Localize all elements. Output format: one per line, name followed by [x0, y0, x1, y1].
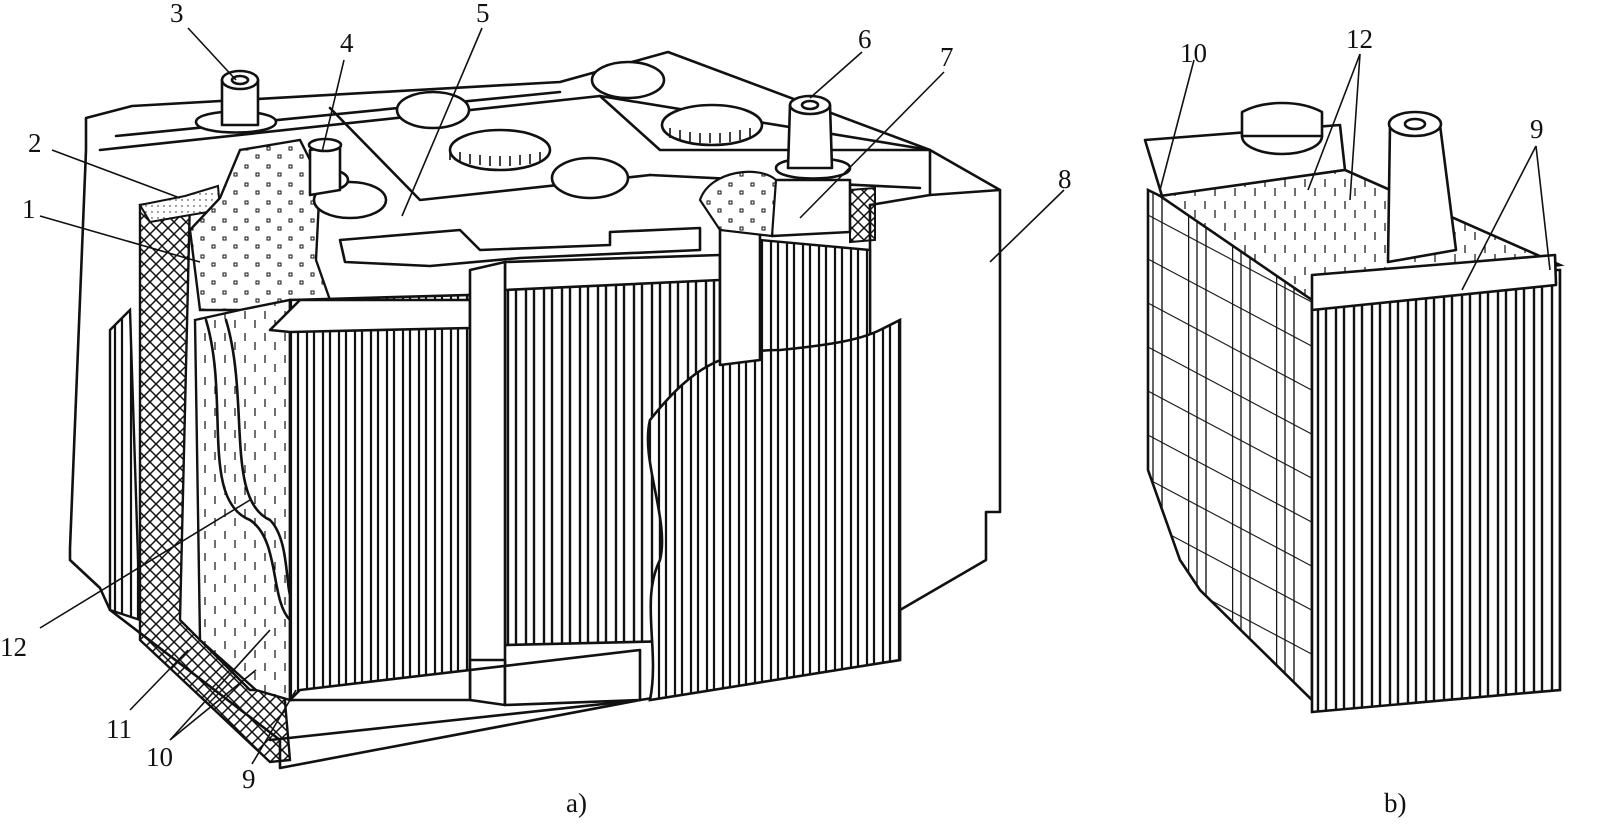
caption-b: b)	[1384, 788, 1407, 818]
callout-b-12: 12	[1346, 24, 1373, 54]
callout-7: 7	[940, 42, 954, 72]
callout-2: 2	[28, 128, 42, 158]
callout-b-9: 9	[1530, 114, 1544, 144]
battery-b-drawing	[1143, 101, 1565, 714]
callout-labels-b: 10 12 9	[1180, 24, 1544, 144]
callout-4: 4	[340, 28, 354, 58]
caption-a: a)	[566, 788, 587, 818]
callout-10: 10	[146, 742, 173, 772]
callout-9: 9	[242, 764, 256, 794]
battery-a-drawing	[68, 50, 1002, 770]
callout-labels-a: 1 2 3 4 5 6 7 8 9 10 11 12	[0, 0, 1072, 794]
callout-12: 12	[0, 632, 27, 662]
callout-1: 1	[22, 194, 36, 224]
callout-6: 6	[858, 24, 872, 54]
callout-11: 11	[106, 714, 132, 744]
callout-b-10: 10	[1180, 38, 1207, 68]
callout-3: 3	[170, 0, 184, 28]
callout-8: 8	[1058, 164, 1072, 194]
leader-lines	[39, 27, 1551, 765]
callout-5: 5	[476, 0, 490, 28]
